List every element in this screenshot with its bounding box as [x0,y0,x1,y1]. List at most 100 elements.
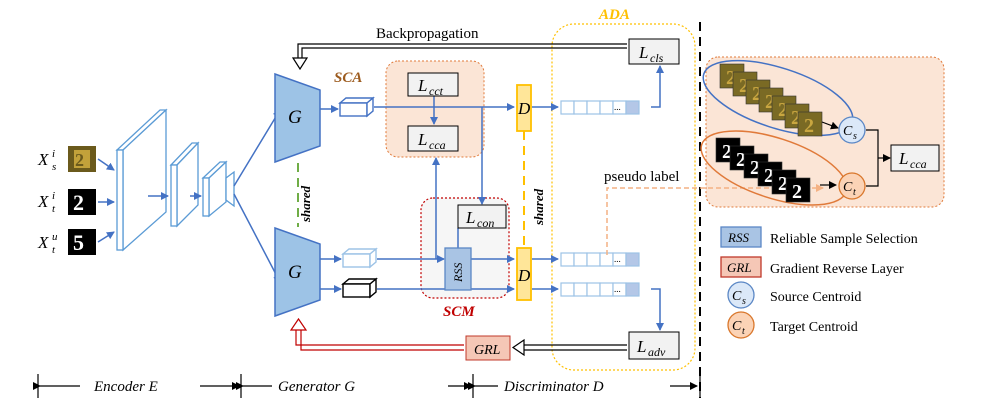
svg-text:t: t [52,203,56,215]
svg-text:cls: cls [650,51,664,65]
grl-box [465,335,511,361]
feature-target-dark [341,277,378,299]
loss-cca-box: L cca [407,125,459,152]
encoder-to-g-bottom [233,193,281,283]
vector-cell [586,100,601,115]
output-vector-mid: ... [560,252,640,267]
input-source-image: 2 [68,146,96,172]
vector-cell [573,252,588,267]
source-centroid-node: C s [838,116,866,144]
generator-bottom [274,226,321,318]
svg-text:2: 2 [73,190,84,215]
svg-text:Source Centroid: Source Centroid [770,290,861,305]
svg-text:s: s [52,161,56,173]
digit-glyph: 2 [804,115,814,137]
svg-text:Reliable Sample Selection: Reliable Sample Selection [770,232,918,247]
digit-glyph: 2 [736,149,746,171]
grl-to-g-arrowhead [289,317,308,331]
digit-glyph: 2 [722,141,732,163]
generator-top [274,72,321,164]
ada-region [551,23,696,371]
vector-cell [625,100,640,115]
vector-to-lcls [651,65,664,108]
generator-bottom-label: G [288,262,302,283]
svg-text:RSS: RSS [727,230,749,245]
vector-cell [599,100,614,115]
backprop-label: Backpropagation [376,26,479,42]
svg-text:GRL: GRL [727,260,752,275]
discriminator-bottom [516,247,532,301]
target-centroid-node: C t [838,172,866,200]
discriminator-top-label: D [517,99,531,118]
svg-text:L: L [898,149,908,168]
vector-dots: ... [614,284,621,294]
axis-encoder-label: Encoder E [93,379,158,395]
vector-cell [586,282,601,297]
input-target-image: 2 [68,189,96,215]
digit-glyph: 2 [739,75,749,97]
vector-cell [599,282,614,297]
svg-text:i: i [52,148,55,160]
vector-cell [573,282,588,297]
svg-text:5: 5 [73,230,84,255]
vector-cell [560,252,575,267]
digit-glyph: 2 [778,99,788,121]
vector-cell [560,100,575,115]
digit-glyph: 2 [792,181,802,203]
svg-text:C: C [843,124,853,139]
legend-grl: GRL Gradient Reverse Layer [720,256,904,278]
vector-dots: ... [614,102,621,112]
pseudo-label-text: pseudo label [604,169,679,185]
encoder [115,108,228,252]
output-vector-bot: ... [560,282,640,297]
svg-text:cct: cct [429,84,444,98]
generator-shared-label: shared [298,185,313,223]
svg-text:con: con [477,216,494,230]
svg-text:C: C [732,289,742,304]
digit-glyph: 2 [765,91,775,113]
svg-text:Target Centroid: Target Centroid [770,320,858,335]
discriminator-shared-label: shared [531,188,546,226]
digit-glyph: 2 [752,83,762,105]
vector-cell [573,100,588,115]
vector-cell [560,282,575,297]
vector-cell [625,282,640,297]
loss-cct-box: L cct [407,72,459,98]
generator-top-label: G [288,107,302,128]
vector-cell [586,252,601,267]
legend-source-centroid: C s Source Centroid [727,281,861,309]
svg-text:t: t [52,244,56,256]
vector-cell [625,252,640,267]
sca-label: SCA [334,70,362,86]
svg-text:L: L [638,43,648,62]
ladv-to-grl-arrowhead [511,338,525,357]
svg-text:L: L [417,76,427,95]
digit-glyph: 2 [764,165,774,187]
digit-glyph: 2 [791,107,801,129]
axis-discriminator-label: Discriminator D [503,379,604,395]
digit-tile [785,177,811,203]
input-arrow-3 [97,231,115,243]
input-xt-label: X i t [37,190,56,215]
svg-text:i: i [52,190,55,202]
svg-text:C: C [732,319,742,334]
digit-glyph: 2 [750,157,760,179]
feature-target-light [341,247,378,269]
loss-cls-box: L cls [628,38,680,65]
ada-label: ADA [598,7,630,23]
svg-text:t: t [853,187,856,198]
rss-label: RSS [451,263,465,283]
svg-text:t: t [742,326,745,337]
input-xs-label: X i s [37,148,56,173]
svg-text:L: L [465,208,475,227]
loss-adv-box: L adv [628,331,680,360]
svg-text:adv: adv [648,345,666,359]
loss-cca-right-box: L cca [890,144,940,172]
svg-text:X: X [37,233,49,252]
svg-text:C: C [843,180,853,195]
digit-glyph: 2 [778,173,788,195]
svg-text:L: L [417,130,427,149]
